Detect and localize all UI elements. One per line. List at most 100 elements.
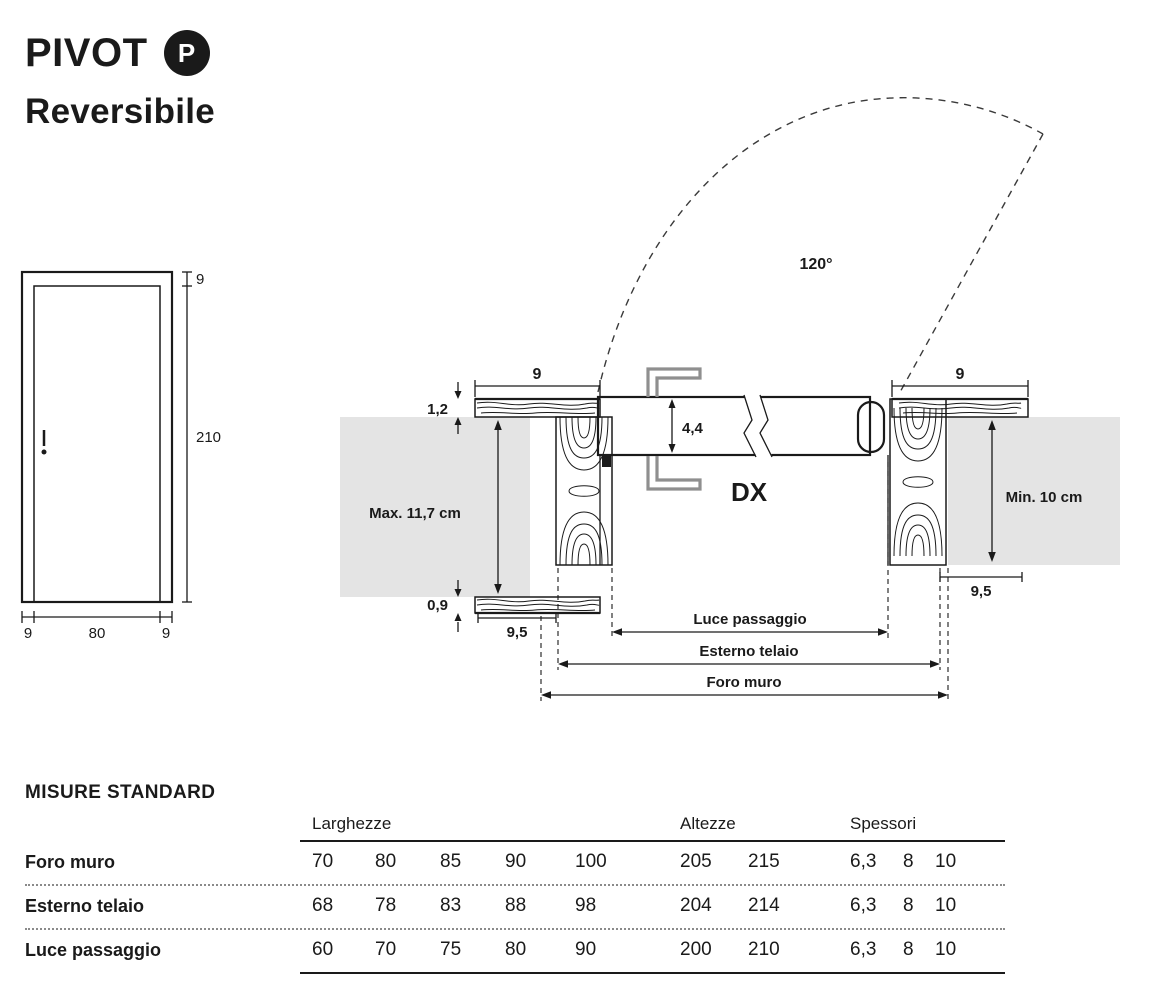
table-row-esterno-telaio: Esterno telaio 68 78 83 88 98 204 214 6,…	[25, 884, 1005, 928]
dim-95-right-label: 9,5	[971, 583, 992, 600]
cell: 75	[440, 939, 462, 960]
right-9-label: 9	[956, 366, 965, 383]
col-group-altezze: Altezze	[680, 814, 736, 833]
cell: 6,3	[850, 895, 877, 916]
cell: 100	[575, 851, 607, 872]
elevation-dim-bottom-right: 9	[162, 625, 170, 642]
elevation-dim-height: 210	[196, 429, 221, 446]
product-badge: P	[163, 30, 210, 76]
door-leaf-plan: 4,4	[596, 394, 886, 458]
right-depth-95-dim: 9,5	[939, 572, 1023, 600]
extension-lines	[540, 462, 949, 701]
break-symbol	[744, 395, 772, 457]
table-row-foro-muro: Foro muro 70 80 85 90 100 205 215 6,3 8 …	[25, 840, 1005, 884]
min-wall-label: Min. 10 cm	[1006, 489, 1083, 506]
foro-muro-label: Foro muro	[707, 674, 782, 691]
esterno-telaio-label: Esterno telaio	[699, 643, 798, 660]
cell: 60	[312, 939, 334, 960]
elevation-dim-bottom-left: 9	[24, 625, 32, 642]
cell: 200	[680, 939, 712, 960]
left-bottom-panel	[474, 596, 601, 615]
pivot-bracket-top-icon	[646, 367, 702, 397]
lock-hardware-icon	[602, 456, 611, 467]
misure-standard-section: MISURE STANDARD Larghezze Altezze Spesso…	[25, 782, 1005, 974]
elevation-dim-bottom-center: 80	[89, 625, 106, 642]
cell: 10	[935, 851, 957, 872]
right-jamb	[887, 398, 947, 566]
row-label: Esterno telaio	[25, 895, 145, 916]
max-wall-dim: Max. 11,7 cm	[369, 420, 502, 594]
luce-passaggio-label: Luce passaggio	[693, 611, 806, 628]
table-header-rule	[300, 840, 1005, 842]
cell: 6,3	[850, 851, 877, 872]
table-bottom-rule	[300, 972, 1005, 974]
cell: 80	[375, 851, 397, 872]
esterno-telaio-dim: Esterno telaio	[558, 643, 940, 668]
cell: 10	[935, 939, 957, 960]
cell: 83	[440, 895, 462, 916]
door-swing-arc: 120°	[597, 97, 1044, 395]
left-top-panel	[474, 397, 601, 418]
col-group-larghezze: Larghezze	[312, 814, 392, 833]
leaf-thickness-label: 4,4	[682, 420, 704, 437]
hand-label: DX	[731, 477, 768, 507]
elevation-leaf	[33, 285, 161, 603]
plan-view: 120°	[340, 97, 1120, 701]
cell: 6,3	[850, 939, 877, 960]
cell: 8	[903, 939, 914, 960]
panel-bottom-dim: 0,9	[427, 580, 462, 632]
right-wall	[948, 417, 1120, 565]
header: PIVOT P Reversibile	[25, 30, 215, 132]
table-dotted-rule-2	[25, 928, 1005, 930]
cell: 68	[312, 895, 334, 916]
row-label: Foro muro	[25, 851, 115, 872]
table-row-luce-passaggio: Luce passaggio 60 70 75 80 90 200 210 6,…	[25, 928, 1005, 972]
door-elevation: 9 210 9 80 9	[20, 270, 221, 642]
cell: 8	[903, 851, 914, 872]
cell: 70	[375, 939, 397, 960]
dim-12-label: 1,2	[427, 401, 448, 418]
product-name: PIVOT	[25, 30, 148, 75]
cell: 98	[575, 895, 597, 916]
cell: 215	[748, 851, 780, 872]
dim-95-left-label: 9,5	[507, 624, 528, 641]
pivot-hinge-icon	[856, 400, 886, 454]
cell: 85	[440, 851, 462, 872]
cell: 205	[680, 851, 712, 872]
cell: 210	[748, 939, 780, 960]
cell: 78	[375, 895, 397, 916]
cell: 80	[505, 939, 527, 960]
left-depth-95-dim: 9,5	[477, 613, 557, 641]
pivot-bracket-bottom-icon	[646, 456, 702, 491]
cell: 204	[680, 895, 712, 916]
cell: 90	[575, 939, 597, 960]
left-jamb	[555, 416, 613, 566]
cell: 88	[505, 895, 527, 916]
min-wall-dim: Min. 10 cm	[988, 420, 1082, 562]
cell: 70	[312, 851, 334, 872]
cell: 214	[748, 895, 780, 916]
left-9-label: 9	[533, 366, 542, 383]
right-jamb-depth-dim: 9	[891, 366, 1029, 397]
max-wall-label: Max. 11,7 cm	[369, 505, 461, 522]
col-group-spessori: Spessori	[850, 814, 917, 833]
foro-muro-dim: Foro muro	[541, 674, 948, 699]
left-jamb-depth-dim: 9	[474, 366, 601, 397]
product-badge-letter: P	[177, 37, 196, 68]
elevation-dim-frame-top: 9	[196, 271, 204, 288]
dim-09-label: 0,9	[427, 597, 448, 614]
cell: 8	[903, 895, 914, 916]
table-header-row: Larghezze Altezze Spessori	[25, 808, 1005, 840]
panel-top-dim: 1,2	[427, 382, 462, 434]
standard-sizes-table: Larghezze Altezze Spessori Foro muro 70 …	[25, 808, 1005, 974]
swing-angle-label: 120°	[799, 256, 832, 273]
row-label: Luce passaggio	[25, 939, 162, 960]
product-subtitle: Reversibile	[25, 92, 216, 131]
table-dotted-rule-1	[25, 884, 1005, 886]
door-handle-dot-icon	[41, 449, 47, 455]
cell: 90	[505, 851, 527, 872]
technical-drawing: 9 210 9 80 9 120°	[20, 97, 1120, 701]
luce-passaggio-dim: Luce passaggio	[612, 611, 888, 636]
table-title: MISURE STANDARD	[25, 782, 216, 803]
